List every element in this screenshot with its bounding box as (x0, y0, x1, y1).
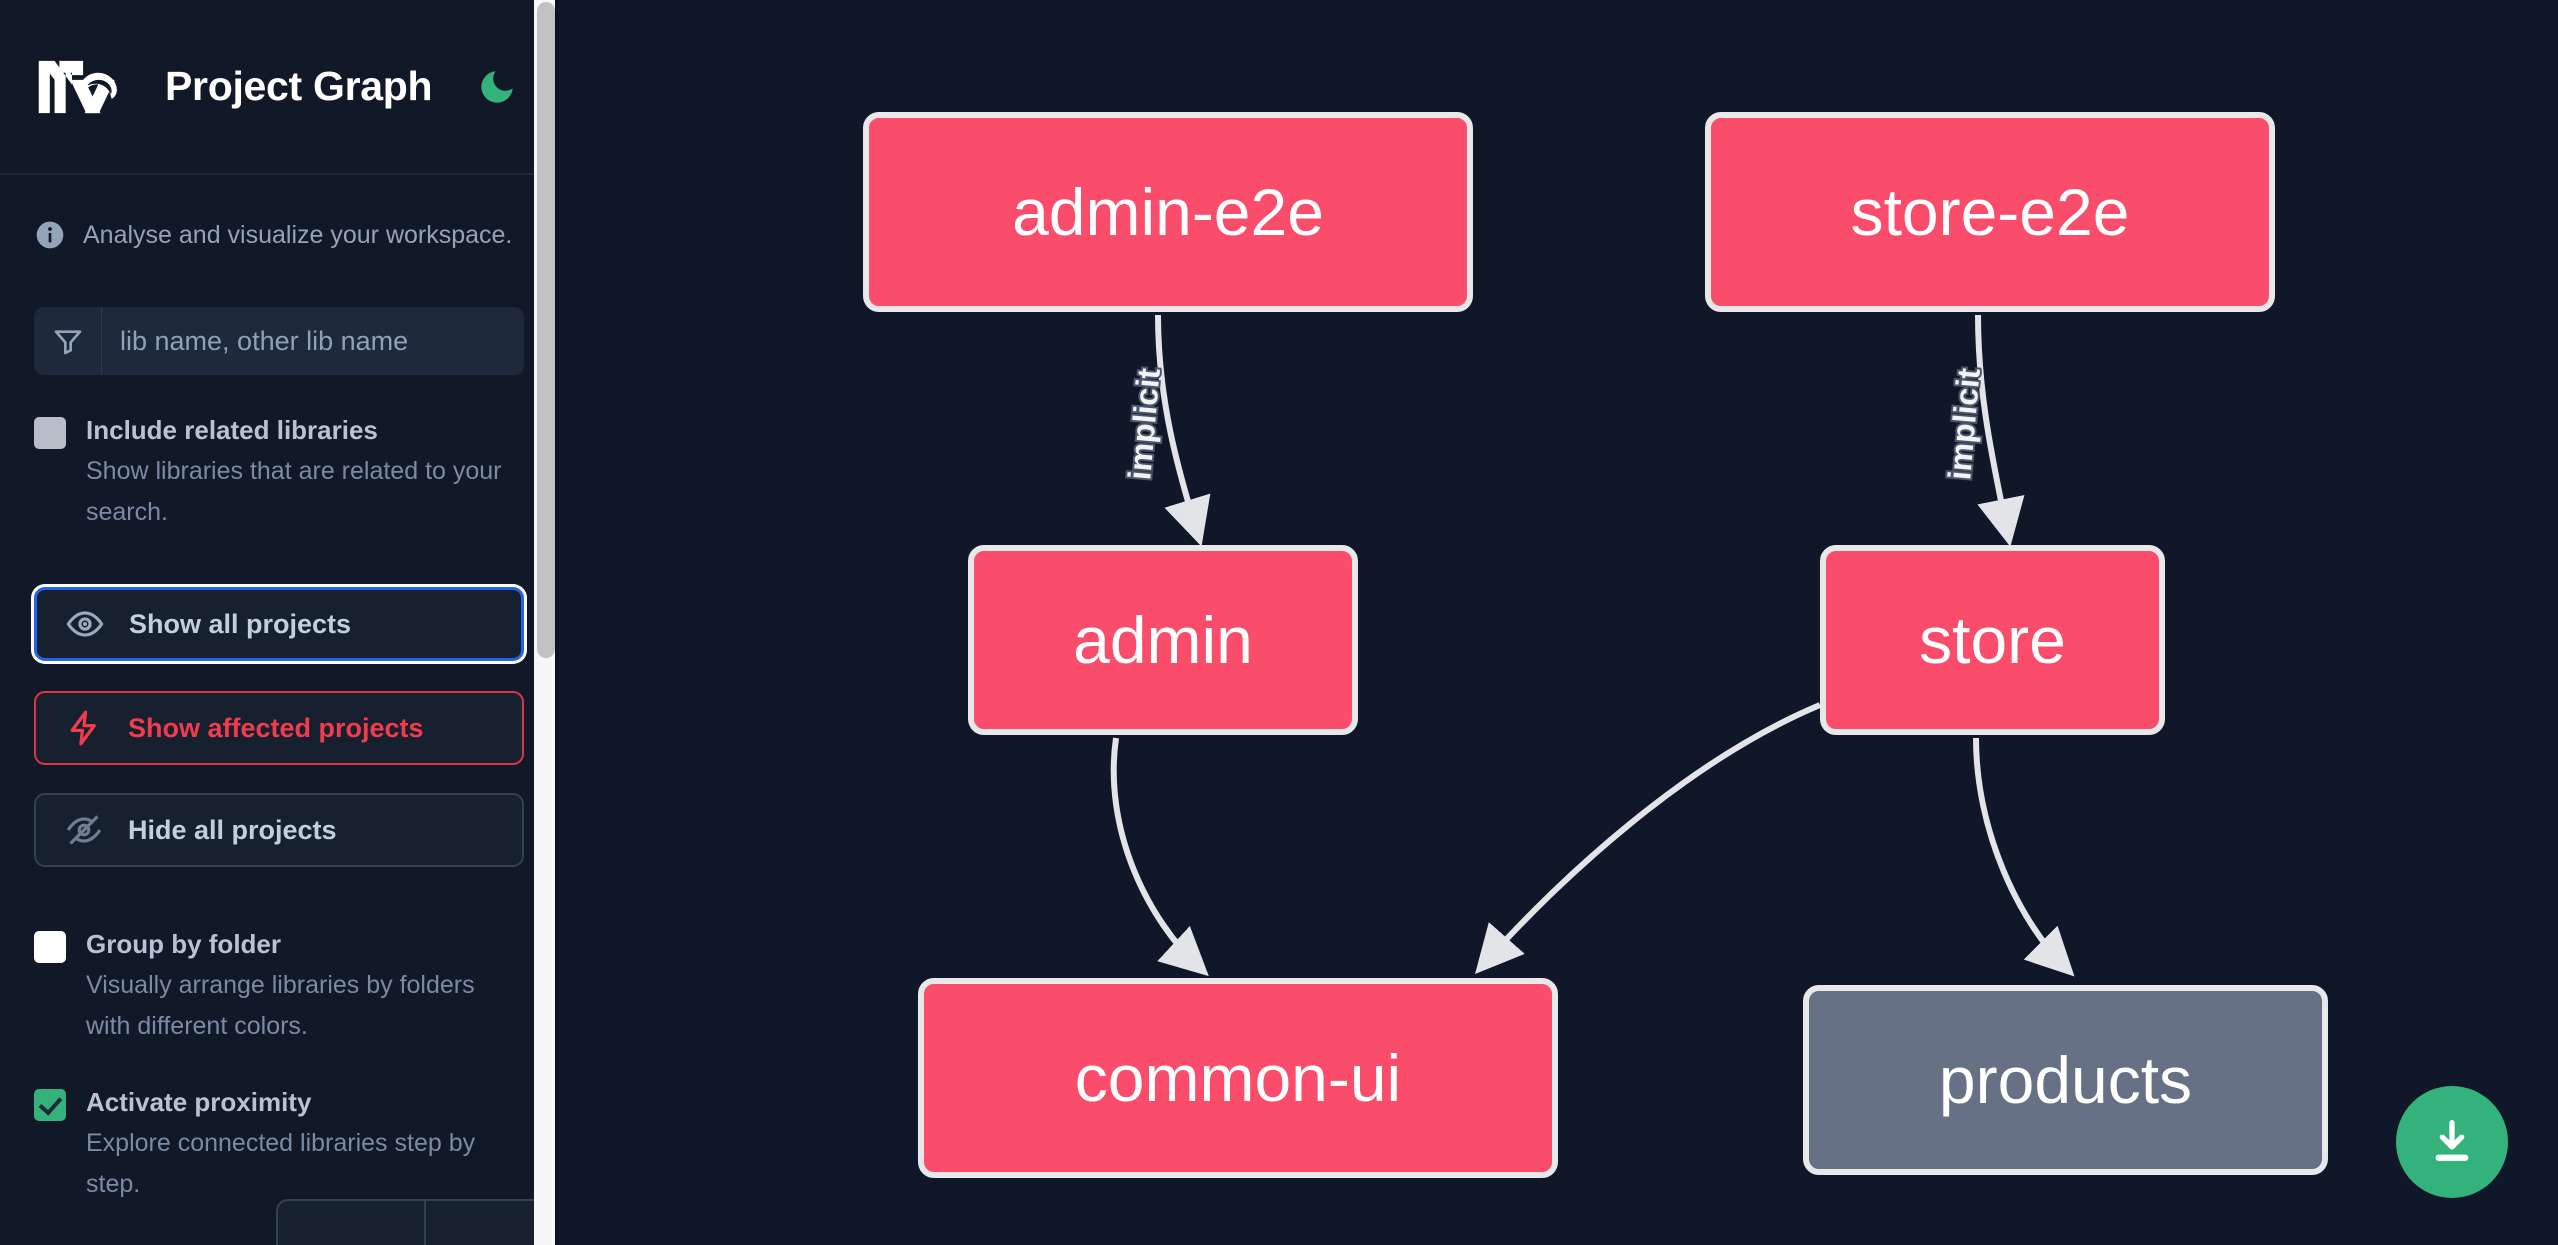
nx-logo-icon (34, 56, 129, 118)
graph-canvas[interactable]: implicit implicit admin-e2e store-e2e ad… (558, 0, 2558, 1245)
checkbox-box-activate-proximity[interactable] (34, 1089, 66, 1121)
sidebar-scrollbar-thumb[interactable] (537, 2, 555, 658)
graph-node-products[interactable]: products (1803, 985, 2328, 1175)
download-button[interactable] (2396, 1086, 2508, 1198)
edge-admin-e2e-to-admin (1155, 314, 1211, 547)
graph-node-store[interactable]: store (1820, 545, 2165, 735)
sidebar-divider (555, 0, 558, 1245)
checkbox-description-include-related-libraries: Show libraries that are related to your … (86, 457, 502, 526)
checkbox-activate-proximity[interactable]: Activate proximity Explore connected lib… (34, 1085, 524, 1205)
hide-all-projects-label: Hide all projects (128, 814, 337, 845)
checkbox-label-group-by-folder: Group by folder (86, 929, 281, 959)
sidebar-body: Analyse and visualize your workspace. In… (0, 219, 558, 1205)
show-affected-projects-label: Show affected projects (128, 712, 424, 743)
lightning-icon (64, 708, 104, 748)
download-icon (2435, 1120, 2469, 1161)
checkbox-label-include-related-libraries: Include related libraries (86, 415, 378, 445)
sidebar-header: Project Graph (0, 0, 558, 175)
edge-store-to-products (1973, 737, 2075, 977)
edge-store-to-common-ui (1475, 702, 1822, 974)
checkbox-include-related-libraries[interactable]: Include related libraries Show libraries… (34, 413, 524, 533)
workspace-info: Analyse and visualize your workspace. (34, 219, 524, 251)
search-bar[interactable] (34, 307, 524, 375)
graph-node-admin-e2e[interactable]: admin-e2e (863, 112, 1473, 312)
proximity-step-button-group[interactable] (276, 1199, 558, 1245)
checkbox-box-include-related-libraries[interactable] (34, 417, 66, 449)
sidebar: Project Graph Analyse and visualize your… (0, 0, 558, 1245)
eye-icon (65, 604, 105, 644)
show-all-projects-label: Show all projects (129, 608, 352, 639)
proximity-step-decrease[interactable] (276, 1199, 424, 1245)
edge-store-e2e-to-store (1975, 314, 2025, 547)
show-affected-projects-button[interactable]: Show affected projects (34, 691, 524, 765)
filter-icon (34, 307, 102, 375)
search-input[interactable] (102, 307, 524, 375)
graph-node-admin[interactable]: admin (968, 545, 1358, 735)
edge-admin-to-common-ui (1110, 737, 1209, 977)
checkbox-label-activate-proximity: Activate proximity (86, 1087, 312, 1117)
checkbox-group-by-folder[interactable]: Group by folder Visually arrange librari… (34, 927, 524, 1047)
checkbox-box-group-by-folder[interactable] (34, 931, 66, 963)
eye-off-icon (64, 810, 104, 850)
moon-icon[interactable] (474, 64, 520, 110)
info-icon (34, 219, 66, 251)
edge-label-implicit-store: implicit (1941, 366, 1987, 481)
graph-edges: implicit implicit (1110, 314, 2075, 977)
graph-node-store-e2e[interactable]: store-e2e (1705, 112, 2275, 312)
show-all-projects-button[interactable]: Show all projects (34, 587, 524, 661)
app-title: Project Graph (165, 63, 433, 109)
workspace-info-text: Analyse and visualize your workspace. (83, 220, 513, 249)
hide-all-projects-button[interactable]: Hide all projects (34, 793, 524, 867)
edge-label-implicit-admin: implicit (1121, 366, 1167, 481)
graph-node-common-ui[interactable]: common-ui (918, 978, 1558, 1178)
checkbox-description-activate-proximity: Explore connected libraries step by step… (86, 1129, 476, 1198)
sidebar-scrollbar[interactable] (534, 0, 558, 1245)
checkbox-description-group-by-folder: Visually arrange libraries by folders wi… (86, 971, 475, 1040)
